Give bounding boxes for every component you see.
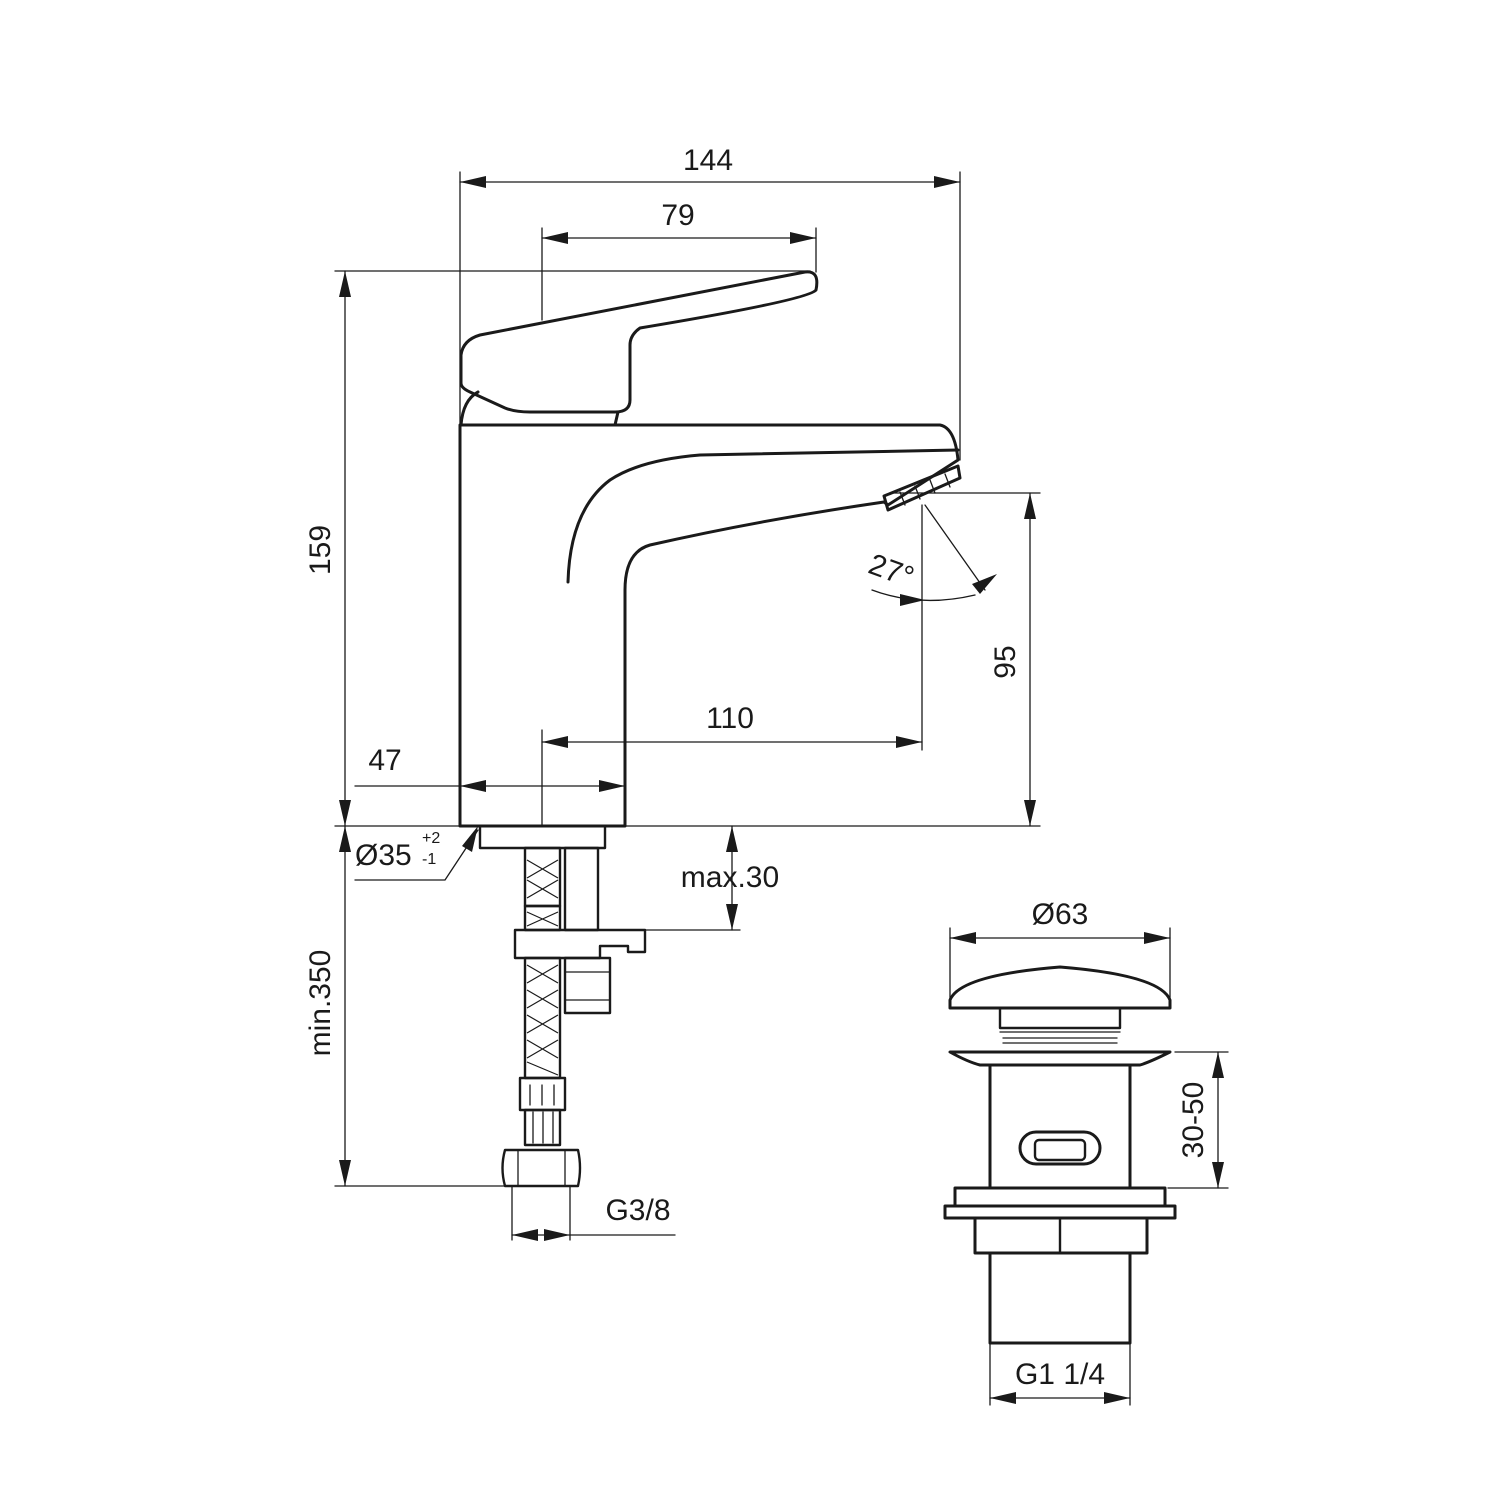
dim-waste-range-label: 30-50 [1177, 1082, 1210, 1159]
dim-reach-label: 110 [706, 702, 754, 735]
faucet-outline [458, 270, 962, 828]
dim-width-label: 144 [683, 144, 733, 177]
dim-body-label: 47 [368, 744, 401, 777]
dim-hole-tol-lower: -1 [422, 851, 436, 868]
dim-hose-thread-label: G3/8 [605, 1194, 670, 1227]
dim-hole-diameter-label: Ø35 [355, 839, 412, 872]
dim-spout-height-label: 95 [989, 645, 1022, 678]
dimension-arrows [339, 176, 1224, 1404]
faucet-underdeck [478, 824, 647, 1188]
dim-angle-label: 27° [864, 548, 918, 595]
dim-deck-thickness-label: max.30 [681, 861, 779, 894]
dimension-lines [334, 171, 1229, 1406]
dim-waste-thread-label: G1 1/4 [1015, 1358, 1105, 1391]
waste-outline [943, 965, 1177, 1345]
dimension-labels: 144 79 159 95 27° 110 47 Ø35 +2 -1 max.3… [304, 144, 1210, 1391]
dim-handle-label: 79 [661, 199, 694, 232]
dim-height-label: 159 [304, 525, 337, 575]
dim-hole-tol-upper: +2 [422, 830, 440, 847]
dim-waste-diameter-label: Ø63 [1032, 898, 1089, 931]
dim-hose-length-label: min.350 [304, 950, 337, 1057]
